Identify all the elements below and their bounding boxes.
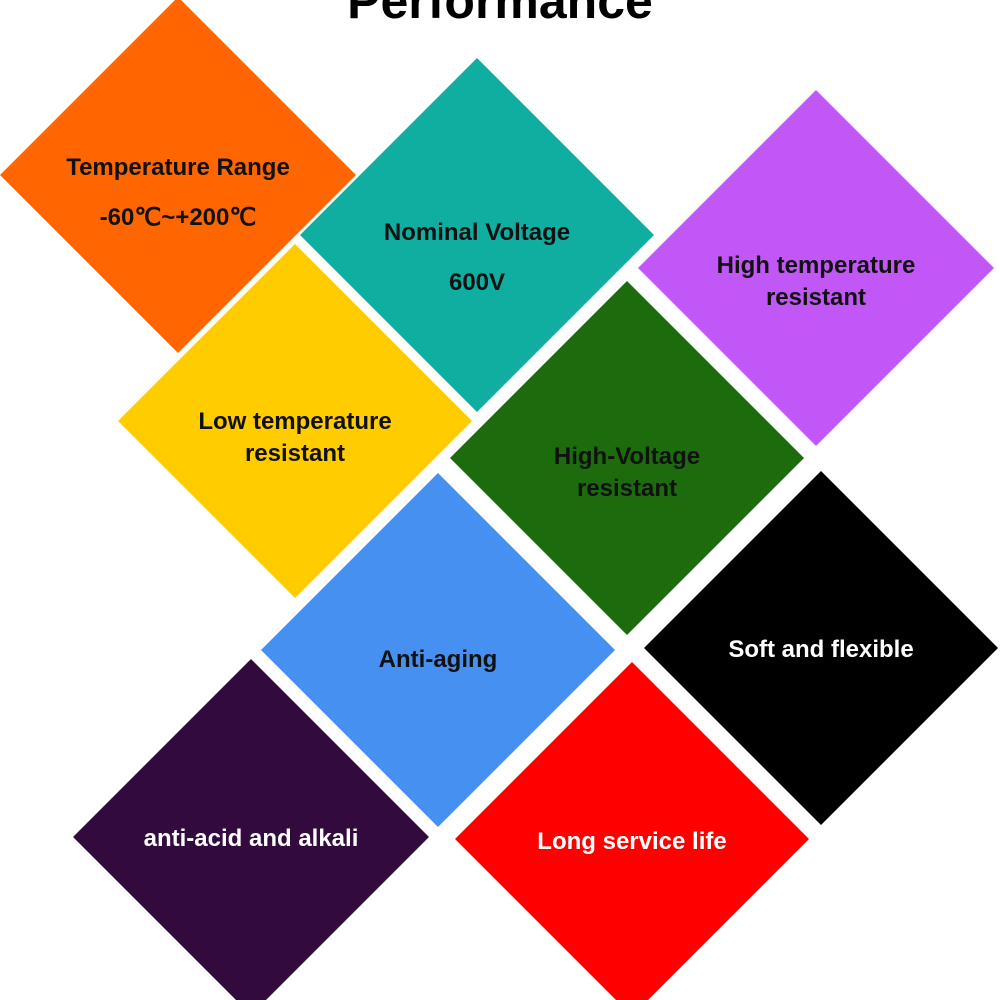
diamond-shape <box>450 281 804 635</box>
diamond-shape <box>73 659 429 1000</box>
tile-temperature-range: Temperature Range -60℃~+200℃ <box>0 0 356 353</box>
tile-high-temperature-resistant: High temperature resistant <box>638 90 994 446</box>
tile-high-voltage-resistant: High-Voltage resistant <box>450 281 804 635</box>
tile-anti-aging: Anti-aging <box>261 473 615 827</box>
tile-anti-acid-and-alkali: anti-acid and alkali <box>73 659 429 1000</box>
diamond-shape <box>118 244 472 598</box>
tile-label-line: Temperature Range <box>66 154 290 181</box>
tile-label-line: resistant <box>577 475 677 502</box>
tile-soft-and-flexible: Soft and flexible <box>644 471 998 825</box>
tile-label-line: High-Voltage <box>554 443 700 470</box>
tile-label-line: Anti-aging <box>379 646 498 673</box>
diamond-shape <box>300 58 654 412</box>
tile-label-line: Soft and flexible <box>728 636 913 663</box>
diamond-shape <box>0 0 356 353</box>
tile-label-line: Long service life <box>537 828 726 855</box>
diamond-shape <box>644 471 998 825</box>
tile-label-line: anti-acid and alkali <box>144 825 359 852</box>
tile-nominal-voltage: Nominal Voltage 600V <box>300 58 654 412</box>
tile-label-line: -60℃~+200℃ <box>100 204 257 231</box>
diamond-shape <box>455 662 809 1000</box>
tile-label-line: Nominal Voltage <box>384 219 570 246</box>
tile-label-line: High temperature <box>717 252 916 279</box>
diamond-shape <box>638 90 994 446</box>
tile-label-line: 600V <box>449 269 505 296</box>
page-title: Performance <box>347 0 653 29</box>
tile-label-line: resistant <box>766 284 866 311</box>
diamond-shape <box>261 473 615 827</box>
tile-label-line: Low temperature <box>198 408 391 435</box>
tile-label-line: resistant <box>245 440 345 467</box>
tile-low-temperature-resistant: Low temperature resistant <box>118 244 472 598</box>
tile-long-service-life: Long service life <box>455 662 809 1000</box>
